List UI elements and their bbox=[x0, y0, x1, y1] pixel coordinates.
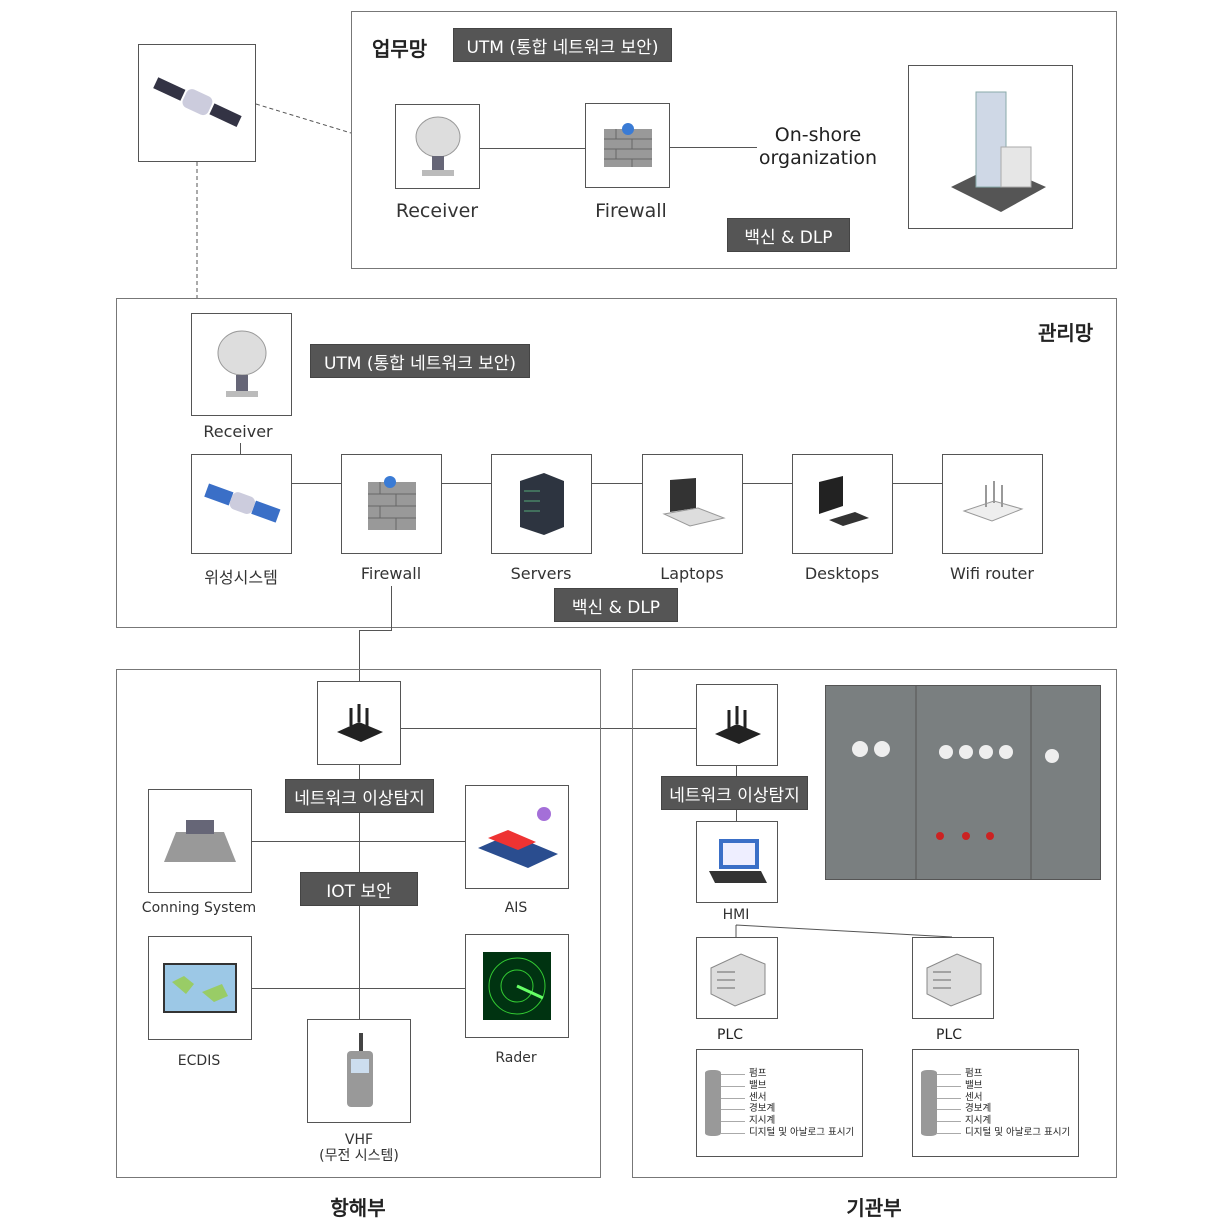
plc-device-item: 지시계 bbox=[720, 1115, 854, 1127]
iot-security-tag: IOT 보안 bbox=[300, 872, 418, 906]
navigation-title: 항해부 bbox=[330, 1196, 386, 1220]
plc-label-1: PLC bbox=[717, 1027, 744, 1043]
mgmt-device-box bbox=[491, 454, 592, 554]
navigation-section bbox=[116, 669, 601, 1178]
receiver-box bbox=[395, 104, 480, 189]
mgmt-device-label: Wifi router bbox=[950, 564, 1034, 583]
plc-box-1 bbox=[696, 937, 778, 1019]
business-network-title: 업무망 bbox=[372, 37, 428, 61]
satellite-icon bbox=[153, 77, 242, 127]
mgmt-device-label: Firewall bbox=[360, 564, 422, 583]
engine-anomaly-tag: 네트워크 이상탐지 bbox=[661, 776, 808, 810]
mgmt-device-box bbox=[942, 454, 1043, 554]
firewall-icon bbox=[603, 122, 652, 167]
hmi-label: HMI bbox=[722, 907, 750, 923]
management-network-title: 관리망 bbox=[1038, 321, 1094, 345]
plc-device-item: 센서 bbox=[720, 1092, 854, 1104]
firewall-box bbox=[585, 103, 670, 188]
building-icon bbox=[950, 91, 1046, 212]
conning-console-icon bbox=[164, 820, 236, 862]
satellite-icon bbox=[203, 483, 280, 523]
hmi-box bbox=[696, 821, 778, 903]
nav-router-box bbox=[317, 681, 401, 765]
conning-label: Conning System bbox=[141, 900, 257, 916]
vhf-label-title: VHF bbox=[344, 1132, 374, 1148]
control-panel-image bbox=[852, 686, 1059, 879]
ecdis-map-icon bbox=[163, 963, 237, 1013]
firewall-label: Firewall bbox=[595, 200, 667, 222]
mgmt-receiver-label: Receiver bbox=[203, 422, 273, 441]
plc-device-item: 경보계 bbox=[936, 1103, 1070, 1115]
plc-device-item: 펌프 bbox=[936, 1068, 1070, 1080]
utm-tag: UTM (통합 네트워크 보안) bbox=[453, 28, 672, 62]
dish-antenna-icon bbox=[217, 330, 266, 397]
mgmt-device-label: Desktops bbox=[804, 564, 880, 583]
desktop-icon bbox=[818, 476, 869, 526]
vhf-label: VHF(무전 시스템) bbox=[319, 1132, 399, 1164]
control-panel-photo bbox=[825, 685, 1101, 880]
plc-device-item: 밸브 bbox=[720, 1080, 854, 1092]
nav-anomaly-tag: 네트워크 이상탐지 bbox=[285, 779, 434, 813]
plc-device-item: 디지털 및 아날로그 표시기 bbox=[720, 1126, 855, 1138]
mgmt-device-label: 위성시스템 bbox=[204, 568, 278, 587]
satellite-links bbox=[196, 103, 352, 298]
firewall-icon bbox=[367, 476, 416, 530]
mgmt-utm-tag: UTM (통합 네트워크 보안) bbox=[310, 344, 530, 378]
mgmt-device-box bbox=[642, 454, 743, 554]
plc-device-item: 센서 bbox=[936, 1092, 1070, 1104]
mgmt-device-label: Laptops bbox=[660, 564, 724, 583]
ship-icon bbox=[478, 807, 558, 868]
plc-device-item: 경보계 bbox=[720, 1103, 854, 1115]
plc-device-item: 디지털 및 아날로그 표시기 bbox=[936, 1126, 1071, 1138]
ais-label: AIS bbox=[504, 900, 528, 916]
conning-box bbox=[148, 789, 252, 893]
plc-icon bbox=[926, 953, 982, 1007]
mgmt-device-label: Servers bbox=[510, 564, 572, 583]
mgmt-device-box bbox=[341, 454, 442, 554]
plc-icon bbox=[710, 953, 766, 1007]
vaccine-dlp-tag: 백신 & DLP bbox=[727, 218, 850, 252]
radar-label: Rader bbox=[495, 1050, 537, 1066]
plc-label-2: PLC bbox=[936, 1027, 963, 1043]
plc-device-item: 지시계 bbox=[936, 1115, 1070, 1127]
laptop-icon bbox=[661, 478, 726, 527]
plc-device-item: 펌프 bbox=[720, 1068, 854, 1080]
router-icon bbox=[337, 704, 383, 742]
cylinder-icon bbox=[705, 1070, 721, 1136]
vhf-box bbox=[307, 1019, 411, 1123]
wifi-router-icon bbox=[961, 481, 1024, 522]
mgmt-receiver-box bbox=[191, 313, 292, 416]
satellite-box bbox=[138, 44, 256, 162]
plc-device-item: 밸브 bbox=[936, 1080, 1070, 1092]
radar-icon bbox=[483, 952, 551, 1020]
business-network-section bbox=[351, 11, 1117, 269]
plc-box-2 bbox=[912, 937, 994, 1019]
server-icon bbox=[519, 473, 564, 535]
cylinder-icon bbox=[921, 1070, 937, 1136]
ecdis-box bbox=[148, 936, 252, 1040]
ecdis-label: ECDIS bbox=[177, 1053, 221, 1069]
onshore-label: On-shore organization bbox=[758, 124, 878, 169]
building-box bbox=[908, 65, 1073, 229]
mgmt-device-box bbox=[792, 454, 893, 554]
engine-router-box bbox=[696, 684, 778, 766]
engine-section bbox=[632, 669, 1117, 1178]
mgmt-device-box bbox=[191, 454, 292, 554]
router-icon bbox=[715, 706, 761, 744]
dish-antenna-icon bbox=[415, 116, 460, 176]
vhf-label-subtitle: (무전 시스템) bbox=[319, 1148, 399, 1164]
radar-box bbox=[465, 934, 569, 1038]
laptop-icon bbox=[709, 839, 767, 883]
ais-box bbox=[465, 785, 569, 889]
mgmt-vaccine-dlp-tag: 백신 & DLP bbox=[554, 588, 678, 622]
management-network-section bbox=[116, 298, 1117, 628]
engine-title: 기관부 bbox=[846, 1196, 902, 1220]
radio-icon bbox=[347, 1033, 373, 1107]
receiver-label: Receiver bbox=[395, 200, 479, 222]
